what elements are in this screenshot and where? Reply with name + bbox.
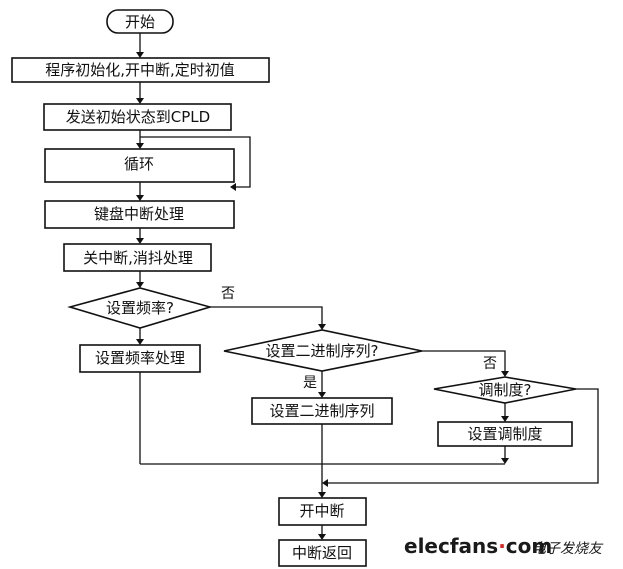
edge-label-binary-yes: 是 bbox=[303, 375, 317, 391]
arrowhead bbox=[136, 52, 144, 58]
node-q-binary: 设置二进制序列? bbox=[223, 329, 423, 372]
arrowhead bbox=[230, 183, 236, 191]
arrowhead bbox=[318, 324, 326, 330]
arrowhead bbox=[136, 339, 144, 345]
node-q-binary-label: 设置二进制序列? bbox=[266, 342, 379, 360]
arrowhead bbox=[136, 143, 144, 149]
node-do-mod-label: 设置调制度 bbox=[467, 425, 542, 443]
arrowhead bbox=[322, 479, 328, 487]
arrowhead bbox=[136, 282, 144, 288]
arrowhead bbox=[318, 534, 326, 540]
connectors bbox=[136, 33, 599, 540]
arrowhead bbox=[501, 458, 509, 464]
node-do-binary-label: 设置二进制序列 bbox=[269, 402, 374, 420]
node-do-freq: 设置频率处理 bbox=[79, 344, 201, 373]
watermark: elecfans·com 电子发烧友 bbox=[404, 534, 604, 558]
node-q-freq-label: 设置频率? bbox=[106, 299, 174, 317]
edge-qfreq-qbinary bbox=[210, 306, 323, 326]
watermark-site-tld: com bbox=[506, 534, 552, 558]
edge-label-freq-no: 否 bbox=[221, 286, 235, 302]
node-enable: 开中断 bbox=[278, 497, 367, 526]
arrowhead bbox=[136, 195, 144, 201]
node-start: 开始 bbox=[106, 9, 174, 34]
node-send-label: 发送初始状态到CPLD bbox=[66, 108, 210, 126]
node-init: 程序初始化,开中断,定时初值 bbox=[11, 57, 270, 83]
node-enable-label: 开中断 bbox=[299, 502, 344, 520]
edge-qmod-no bbox=[326, 388, 599, 484]
node-loop-label: 循环 bbox=[124, 155, 154, 173]
node-q-freq: 设置频率? bbox=[67, 287, 213, 329]
watermark-dot: · bbox=[498, 534, 506, 558]
node-do-mod: 设置调制度 bbox=[437, 421, 573, 447]
node-disable: 关中断,消抖处理 bbox=[63, 243, 212, 272]
node-q-mod-label: 调制度? bbox=[479, 381, 532, 399]
watermark-cn: 电子发烧友 bbox=[532, 541, 604, 557]
arrowhead bbox=[136, 98, 144, 104]
node-start-label: 开始 bbox=[125, 13, 155, 31]
node-do-freq-label: 设置频率处理 bbox=[95, 349, 185, 367]
arrowhead bbox=[318, 492, 326, 498]
watermark-site: elecfans·com bbox=[404, 534, 552, 558]
arrowhead bbox=[501, 416, 509, 422]
node-init-label: 程序初始化,开中断,定时初值 bbox=[45, 61, 235, 79]
node-return-label: 中断返回 bbox=[292, 544, 352, 562]
arrowhead bbox=[318, 392, 326, 398]
node-keyboard: 键盘中断处理 bbox=[44, 200, 235, 229]
node-disable-label: 关中断,消抖处理 bbox=[83, 249, 193, 267]
node-loop: 循环 bbox=[44, 148, 235, 183]
watermark-site-name: elecfans bbox=[404, 534, 498, 558]
arrowhead bbox=[501, 371, 509, 377]
arrowhead bbox=[136, 238, 144, 244]
edge-loop-self bbox=[140, 136, 251, 188]
node-return: 中断返回 bbox=[278, 539, 367, 567]
node-keyboard-label: 键盘中断处理 bbox=[94, 205, 184, 223]
edge-label-binary-no: 否 bbox=[483, 356, 497, 372]
node-send: 发送初始状态到CPLD bbox=[43, 103, 232, 131]
node-q-mod: 调制度? bbox=[433, 376, 577, 404]
node-do-binary: 设置二进制序列 bbox=[251, 397, 393, 425]
edge-qbinary-qmod bbox=[422, 350, 506, 373]
